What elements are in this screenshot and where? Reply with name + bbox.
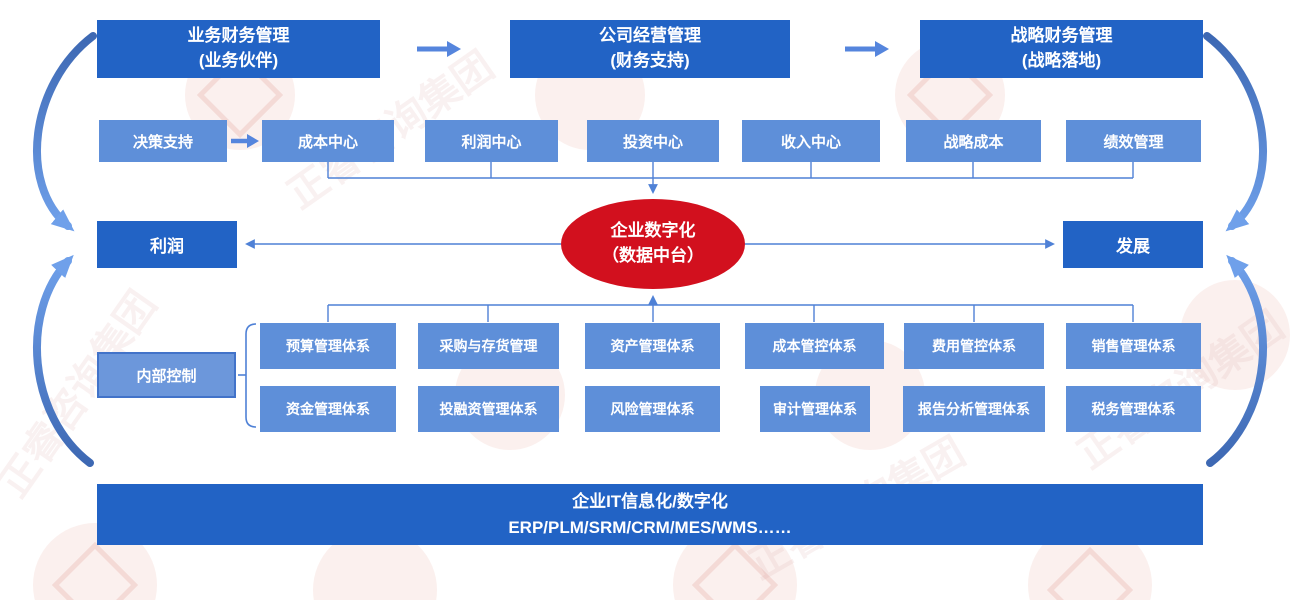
box-line2: (业务伙伴) [198, 51, 279, 70]
box-report-analysis-system: 报告分析管理体系 [903, 386, 1045, 432]
box-business-finance: 业务财务管理 (业务伙伴) [97, 20, 380, 78]
left-top-curve [33, 32, 97, 232]
box-revenue-center: 收入中心 [742, 120, 880, 162]
box-internal-control: 内部控制 [97, 352, 236, 398]
internal-control-bracket [238, 323, 257, 428]
box-capital-system: 资金管理体系 [260, 386, 396, 432]
box-line1: 业务财务管理 [187, 26, 290, 46]
box-strategic-finance: 战略财务管理 (战略落地) [920, 20, 1203, 78]
hub-line2: （数据中台） [602, 246, 704, 265]
box-asset-system: 资产管理体系 [585, 323, 720, 369]
box-line1: 战略财务管理 [1010, 26, 1113, 46]
box-profit: 利润 [97, 221, 237, 268]
side-curved-arrows [32, 32, 1268, 467]
box-cost-center: 成本中心 [262, 120, 394, 162]
itbar-line2: ERP/PLM/SRM/CRM/MES/WMS…… [508, 517, 792, 537]
itbar-line1: 企业IT信息化/数字化 [572, 492, 728, 511]
box-strategic-cost: 战略成本 [906, 120, 1041, 162]
box-sales-system: 销售管理体系 [1066, 323, 1201, 369]
box-profit-center: 利润中心 [425, 120, 558, 162]
box-risk-system: 风险管理体系 [585, 386, 720, 432]
box-investment-center: 投资中心 [587, 120, 719, 162]
bus-bottom [327, 295, 1134, 322]
box-cost-control-system: 成本管控体系 [745, 323, 884, 369]
hub-enterprise-digitalization: 企业数字化 （数据中台） [561, 199, 745, 289]
bar-enterprise-it: 企业IT信息化/数字化 ERP/PLM/SRM/CRM/MES/WMS…… [97, 484, 1203, 545]
box-investment-financing-system: 投融资管理体系 [418, 386, 559, 432]
box-line2: (战略落地) [1021, 51, 1102, 70]
right-top-curve [1203, 32, 1267, 232]
box-development: 发展 [1063, 221, 1203, 268]
box-decision-support: 决策支持 [99, 120, 227, 162]
box-tax-system: 税务管理体系 [1066, 386, 1201, 432]
box-procurement-inventory: 采购与存货管理 [418, 323, 559, 369]
left-bottom-curve [32, 254, 94, 467]
box-line2: (财务支持) [610, 51, 690, 70]
bus-top [327, 162, 1134, 194]
hub-line1: 企业数字化 [610, 221, 696, 241]
box-audit-system: 审计管理体系 [760, 386, 870, 432]
box-company-operation: 公司经营管理 (财务支持) [510, 20, 790, 78]
box-line1: 公司经营管理 [599, 26, 701, 46]
decision-arrow [231, 134, 259, 148]
box-expense-control-system: 费用管控体系 [904, 323, 1044, 369]
box-budget-system: 预算管理体系 [260, 323, 396, 369]
box-performance-mgmt: 绩效管理 [1066, 120, 1201, 162]
right-bottom-curve [1206, 254, 1268, 467]
top-flow-arrows [417, 41, 889, 57]
